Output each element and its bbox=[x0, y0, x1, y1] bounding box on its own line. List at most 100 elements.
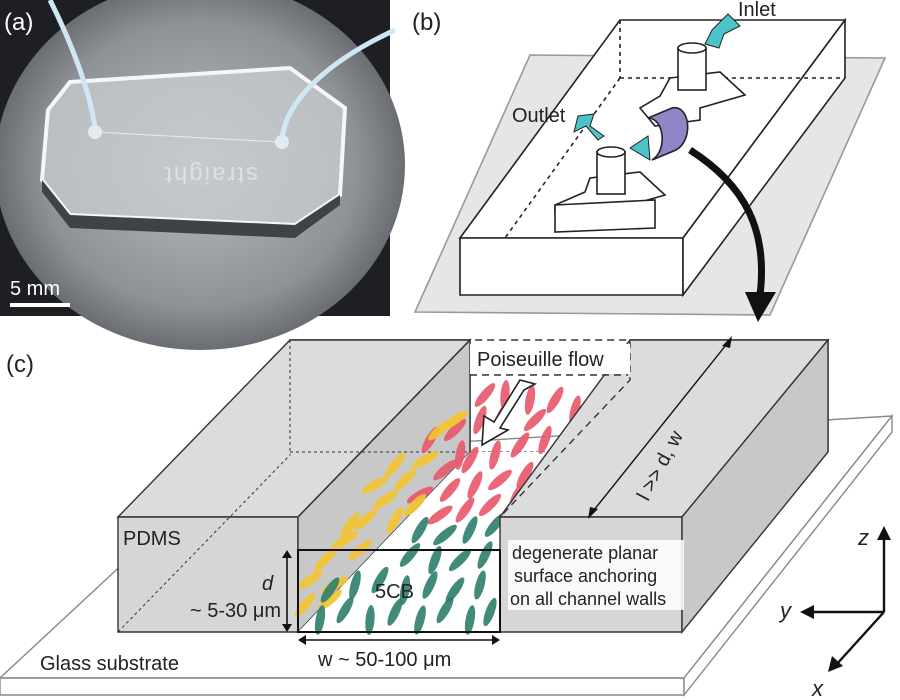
director-molecule bbox=[474, 570, 486, 600]
width-arrow-left bbox=[298, 635, 306, 645]
zoom-arrow bbox=[688, 147, 766, 296]
director-molecule bbox=[340, 512, 360, 538]
depth-symbol: d bbox=[262, 573, 274, 595]
director-molecule bbox=[478, 493, 502, 517]
depth-arrow-top bbox=[282, 550, 292, 558]
director-molecule bbox=[454, 440, 466, 470]
director-molecule bbox=[516, 461, 534, 489]
panel-a: straight (a) 5 mm bbox=[0, 0, 405, 350]
panel-b-label: (b) bbox=[412, 9, 441, 36]
director-molecule bbox=[314, 605, 326, 635]
channel-outline bbox=[297, 339, 631, 518]
director-molecule bbox=[467, 471, 483, 499]
director-molecule bbox=[462, 516, 478, 544]
pdms-label: PDMS bbox=[123, 528, 181, 550]
director-molecule bbox=[411, 451, 439, 469]
channel-section-tube bbox=[647, 107, 689, 161]
director-molecule bbox=[406, 486, 434, 504]
director-molecule bbox=[361, 476, 389, 494]
tube-left bbox=[47, 0, 98, 129]
depth-value: ~ 5-30 μm bbox=[190, 600, 281, 622]
director-molecule bbox=[403, 493, 427, 517]
director-molecule bbox=[474, 383, 496, 407]
port-left bbox=[88, 125, 102, 139]
director-molecule bbox=[297, 570, 323, 590]
width-arrow-right bbox=[492, 635, 500, 645]
director-molecule bbox=[546, 386, 564, 414]
glass-substrate-edge bbox=[0, 677, 685, 696]
director-molecule bbox=[445, 577, 465, 603]
director-molecule bbox=[313, 548, 337, 572]
port-right bbox=[275, 135, 289, 149]
hidden-edge-3 bbox=[504, 77, 621, 239]
director-molecule bbox=[477, 541, 493, 569]
director-molecule bbox=[442, 410, 468, 430]
outlet-arrow bbox=[573, 113, 605, 141]
anchoring-line-1: degenerate planar bbox=[512, 543, 658, 563]
anchoring-line-2: surface anchoring bbox=[514, 566, 657, 586]
director-molecule bbox=[386, 506, 404, 534]
director-molecule bbox=[422, 571, 438, 599]
axis-x-label: x bbox=[811, 676, 824, 700]
hidden-edge-left bbox=[117, 454, 291, 633]
scale-bar bbox=[10, 303, 70, 307]
director-molecule bbox=[427, 505, 453, 525]
panel-c: (c) bbox=[0, 336, 894, 700]
director-molecule bbox=[428, 545, 442, 575]
director-molecule bbox=[320, 577, 340, 603]
length-arrow-bottom bbox=[588, 507, 598, 519]
axis-z-label: z bbox=[857, 525, 869, 550]
channel-cross-section bbox=[297, 549, 501, 633]
inlet-label: Inlet bbox=[738, 0, 776, 21]
flow-arrow bbox=[629, 135, 651, 161]
director-molecule bbox=[353, 509, 377, 531]
director-molecule bbox=[433, 524, 457, 546]
director-molecule bbox=[483, 597, 497, 627]
director-molecule bbox=[371, 566, 389, 594]
flow-label: Poiseuille flow bbox=[477, 349, 604, 371]
director-molecule bbox=[523, 408, 547, 432]
inlet-cylinder bbox=[677, 47, 707, 91]
director-molecule bbox=[433, 459, 457, 481]
outlet-label: Outlet bbox=[512, 105, 566, 127]
flow-label-bg bbox=[470, 344, 630, 374]
director-molecule bbox=[443, 418, 467, 442]
panel-a-label: (a) bbox=[4, 9, 33, 36]
director-molecule bbox=[365, 605, 375, 635]
director-molecule bbox=[524, 385, 536, 415]
tube-right bbox=[279, 27, 397, 141]
director-molecule bbox=[372, 490, 398, 510]
director-molecule bbox=[411, 516, 429, 544]
anchoring-label-bg bbox=[508, 540, 684, 610]
substrate-label: Glass substrate bbox=[40, 653, 179, 675]
pdms-block-front bbox=[459, 237, 684, 296]
width-label: w ~ 50-100 μm bbox=[317, 649, 451, 671]
director-molecule bbox=[294, 593, 316, 617]
director-molecule bbox=[439, 478, 461, 502]
outlet-cylinder-top bbox=[596, 146, 626, 158]
axis-y-label: y bbox=[778, 598, 793, 623]
panel-b: (b) Inlet Outlet bbox=[412, 0, 887, 322]
director-molecule bbox=[399, 575, 411, 605]
director-molecule bbox=[387, 598, 403, 626]
director-molecule bbox=[489, 440, 501, 470]
cross-outlet-front bbox=[554, 199, 656, 233]
director-molecule bbox=[510, 432, 530, 458]
director-molecule bbox=[318, 589, 342, 611]
director-molecule bbox=[569, 395, 581, 425]
director-molecule bbox=[538, 425, 552, 455]
outlet-cylinder bbox=[596, 151, 626, 195]
director-molecule bbox=[336, 596, 354, 624]
director-molecule bbox=[393, 468, 417, 492]
director-molecule bbox=[464, 605, 476, 635]
glass-substrate-side bbox=[683, 413, 893, 698]
inlet-cylinder-top bbox=[677, 42, 707, 54]
length-arrow-top bbox=[722, 336, 732, 348]
zoom-arrow-head bbox=[745, 292, 776, 322]
director-molecule bbox=[349, 570, 361, 600]
inlet-arrow bbox=[704, 13, 741, 49]
panel-c-label: (c) bbox=[6, 351, 34, 378]
director-molecule bbox=[461, 446, 479, 474]
anchoring-line-3: on all channel walls bbox=[510, 589, 666, 609]
